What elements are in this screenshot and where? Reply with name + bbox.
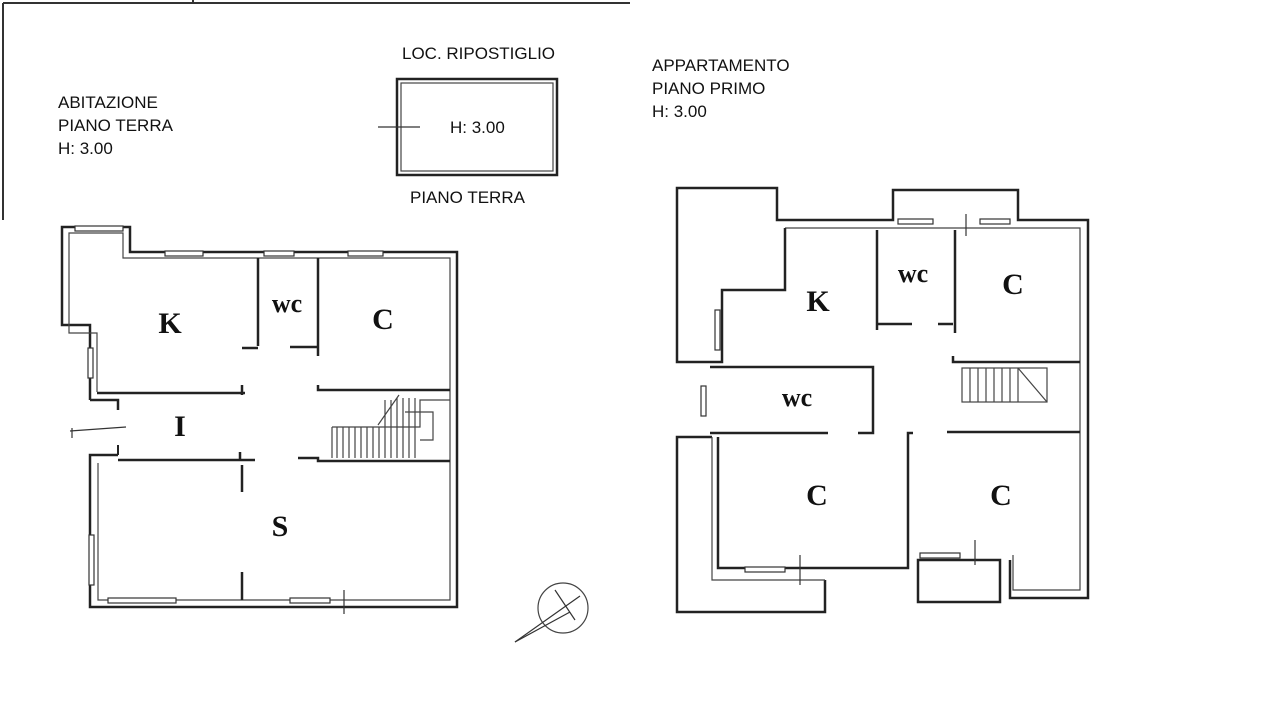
room-label-bedroom: C — [372, 303, 394, 336]
storage-height: H: 3.00 — [450, 118, 505, 137]
storage-room-plan — [378, 77, 559, 177]
room-label-bedroom: C — [1002, 268, 1024, 301]
room-label-kitchen: K — [158, 307, 182, 340]
first-floor-title-line1: APPARTAMENTO — [652, 56, 790, 75]
room-label-living: S — [271, 510, 289, 543]
first-floor-title-line2: PIANO PRIMO — [652, 79, 766, 98]
room-label-kitchen: K — [806, 285, 830, 318]
sheet-frame — [2, 0, 630, 220]
staircase — [298, 394, 450, 463]
ground-floor-title: ABITAZIONE PIANO TERRA H: 3.00 — [58, 91, 173, 160]
room-label-bedroom: C — [806, 479, 828, 512]
staircase — [961, 367, 1048, 403]
room-label-bedroom: C — [990, 479, 1012, 512]
first-floor-plan — [675, 186, 1090, 614]
room-label-entrance: I — [174, 410, 186, 443]
north-arrow-icon — [514, 582, 589, 643]
first-floor-height: H: 3.00 — [652, 102, 707, 121]
first-floor-title: APPARTAMENTO PIANO PRIMO H: 3.00 — [652, 54, 790, 123]
ground-floor-title-line2: PIANO TERRA — [58, 116, 173, 135]
ground-floor-plan — [60, 225, 459, 614]
room-label-wc: wc — [897, 259, 929, 288]
storage-title: LOC. RIPOSTIGLIO — [402, 44, 556, 63]
room-label-wc: wc — [781, 383, 813, 412]
ground-floor-title-line1: ABITAZIONE — [58, 93, 158, 112]
room-label-wc: wc — [271, 289, 303, 318]
storage-floor: PIANO TERRA — [410, 188, 525, 207]
ground-floor-height: H: 3.00 — [58, 139, 113, 158]
